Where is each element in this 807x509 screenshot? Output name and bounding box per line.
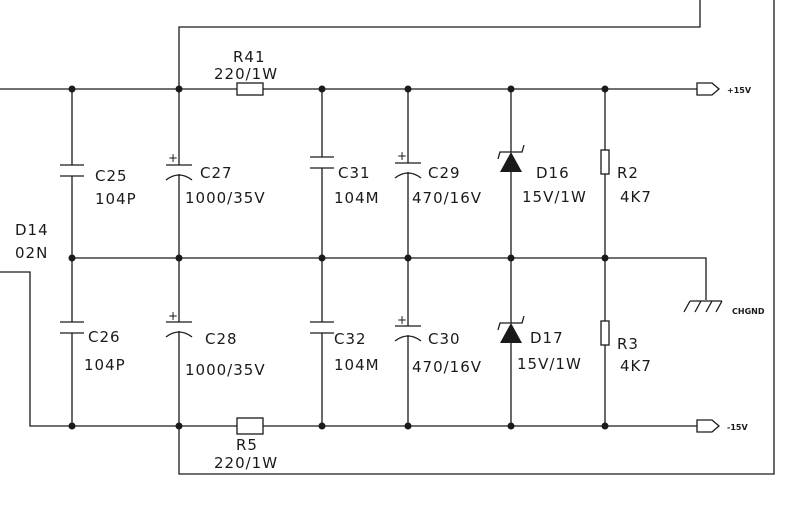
- positive-port-icon: [696, 82, 720, 96]
- c26-value: 104P: [84, 356, 126, 374]
- c26-capacitor: [60, 258, 84, 426]
- r3-resistor: [600, 258, 610, 426]
- negative-rail: [0, 271, 697, 427]
- c32-value: 104M: [334, 356, 380, 374]
- r2-ref: R2: [617, 164, 639, 182]
- r5-resistor: [236, 417, 264, 435]
- r2-resistor: [600, 89, 610, 258]
- c25-ref: C25: [95, 167, 128, 185]
- d16-value: 15V/1W: [522, 188, 587, 206]
- d17-ref: D17: [530, 329, 564, 347]
- top-feed-wire: [178, 0, 701, 89]
- c28-polarity: +: [168, 309, 178, 323]
- c30-value: 470/16V: [412, 358, 482, 376]
- ground-label: CHGND: [732, 307, 765, 316]
- d16-ref: D16: [536, 164, 570, 182]
- c28-capacitor: +: [165, 258, 193, 426]
- c31-value: 104M: [334, 189, 380, 207]
- d14-ref: D14: [15, 221, 49, 239]
- d14-value: 02N: [15, 244, 48, 262]
- positive-port-label: +15V: [727, 86, 752, 95]
- ground-rail: [72, 257, 707, 300]
- r41-ref: R41: [233, 48, 266, 66]
- d16-zener-diode: [497, 89, 525, 258]
- c30-capacitor: +: [394, 258, 422, 426]
- d17-value: 15V/1W: [517, 355, 582, 373]
- d17-zener-diode: [497, 258, 525, 426]
- c28-value: 1000/35V: [185, 361, 266, 379]
- c30-polarity: +: [397, 313, 407, 327]
- negative-port-label: -15V: [727, 423, 748, 432]
- c30-ref: C30: [428, 330, 461, 348]
- c31-ref: C31: [338, 164, 371, 182]
- c28-ref: C28: [205, 330, 238, 348]
- r3-value: 4K7: [620, 357, 652, 375]
- c29-value: 470/16V: [412, 189, 482, 207]
- c27-capacitor: +: [165, 89, 193, 258]
- c25-value: 104P: [95, 190, 137, 208]
- r5-value: 220/1W: [214, 454, 278, 472]
- c27-ref: C27: [200, 164, 233, 182]
- c32-ref: C32: [334, 330, 367, 348]
- c31-capacitor: [310, 89, 334, 258]
- c27-polarity: +: [168, 151, 178, 165]
- r41-value: 220/1W: [214, 65, 278, 83]
- c29-ref: C29: [428, 164, 461, 182]
- negative-port-icon: [696, 419, 720, 433]
- chassis-ground-icon: [683, 300, 723, 313]
- r3-ref: R3: [617, 335, 639, 353]
- c29-capacitor: +: [394, 89, 422, 258]
- c25-capacitor: [60, 89, 84, 258]
- c26-ref: C26: [88, 328, 121, 346]
- r5-ref: R5: [236, 436, 258, 454]
- bottom-feed-wire: [178, 0, 775, 475]
- r2-value: 4K7: [620, 188, 652, 206]
- r41-resistor: [236, 82, 264, 96]
- c32-capacitor: [310, 258, 334, 426]
- c27-value: 1000/35V: [185, 189, 266, 207]
- junction-dots: [68, 85, 609, 430]
- c29-polarity: +: [397, 149, 407, 163]
